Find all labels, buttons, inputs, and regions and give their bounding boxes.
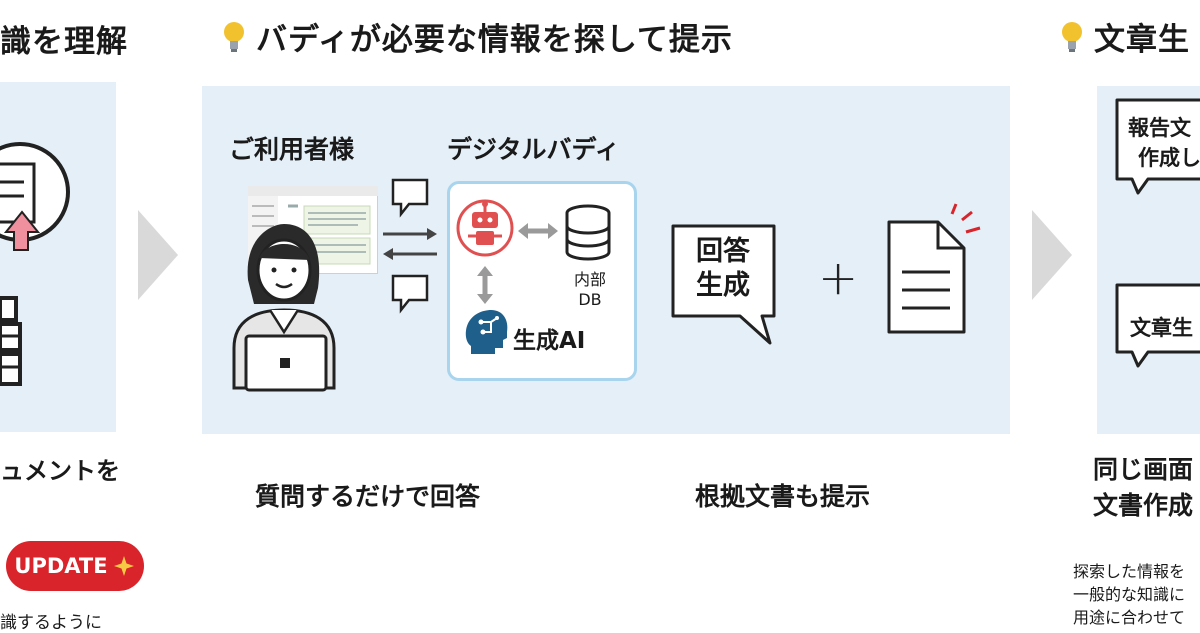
report-bubble-text: 報告文 作成し: [1128, 113, 1200, 173]
answer-label: 回答 生成: [673, 235, 773, 303]
chat-bubble-icon: [391, 274, 429, 314]
exchange-arrows-icon: [383, 228, 437, 260]
right-caption-line1: 同じ画面: [1093, 455, 1194, 484]
update-badge-label: UPDATE: [14, 554, 108, 578]
right-footer-line1: 探索した情報を: [1073, 562, 1186, 581]
database-label-line2: DB: [578, 290, 602, 309]
report-bubble-line1: 報告文: [1128, 116, 1191, 140]
middle-caption-left: 質問するだけで回答: [255, 482, 481, 511]
middle-heading-row: バディが必要な情報を探して提示: [222, 14, 733, 59]
lightbulb-icon: [224, 21, 244, 52]
middle-caption-right: 根拠文書も提示: [695, 482, 871, 511]
generate-bubble-text: 文章生: [1130, 316, 1193, 340]
right-footer-line2: 一般的な知識に: [1073, 585, 1186, 604]
answer-label-line1: 回答: [696, 236, 750, 267]
user-person-icon: [232, 224, 336, 392]
right-heading: 文章生: [1094, 22, 1190, 58]
sparkle-icon: [113, 556, 134, 576]
generate-speech-bubble: [1115, 283, 1200, 368]
plus-sign: +: [818, 250, 859, 306]
left-footer: 識するように: [0, 613, 102, 633]
right-heading-row: 文章生: [1060, 14, 1190, 59]
robot-icon: [456, 199, 514, 257]
left-heading: 識を理解: [0, 24, 128, 60]
lightbulb-icon: [1062, 21, 1082, 52]
right-caption-line2: 文書作成: [1093, 491, 1194, 520]
user-label: ご利用者様: [229, 135, 355, 164]
document-stack-icon: [0, 296, 22, 386]
report-bubble-line2: 作成し: [1138, 146, 1200, 170]
answer-label-line2: 生成: [696, 270, 750, 301]
right-footer: 探索した情報を 一般的な知識に 用途に合わせて: [1073, 560, 1185, 629]
right-footer-line3: 用途に合わせて: [1073, 608, 1186, 627]
middle-heading: バディが必要な情報を探して提示: [256, 22, 733, 58]
update-badge: UPDATE: [6, 541, 144, 591]
answer-speech-bubble: [671, 224, 776, 345]
buddy-label: デジタルバディ: [447, 135, 620, 164]
database-icon: [565, 204, 611, 261]
flow-arrow-right-icon: [138, 210, 178, 300]
ai-head-icon: [465, 310, 508, 354]
right-caption: 同じ画面 文書作成: [1093, 452, 1193, 524]
report-speech-bubble: [1115, 98, 1200, 195]
double-arrow-horizontal-icon: [518, 223, 558, 239]
double-arrow-vertical-icon: [477, 266, 493, 304]
ai-label: 生成AI: [513, 328, 586, 354]
flow-arrow-right-icon: [1032, 210, 1072, 300]
left-caption: ュメントを: [0, 457, 120, 485]
document-update-icon: [0, 142, 70, 251]
database-label: 内部 DB: [568, 270, 612, 310]
database-label-line1: 内部: [573, 270, 606, 289]
chat-bubble-icon: [391, 178, 429, 218]
evidence-document-icon: [887, 203, 981, 334]
